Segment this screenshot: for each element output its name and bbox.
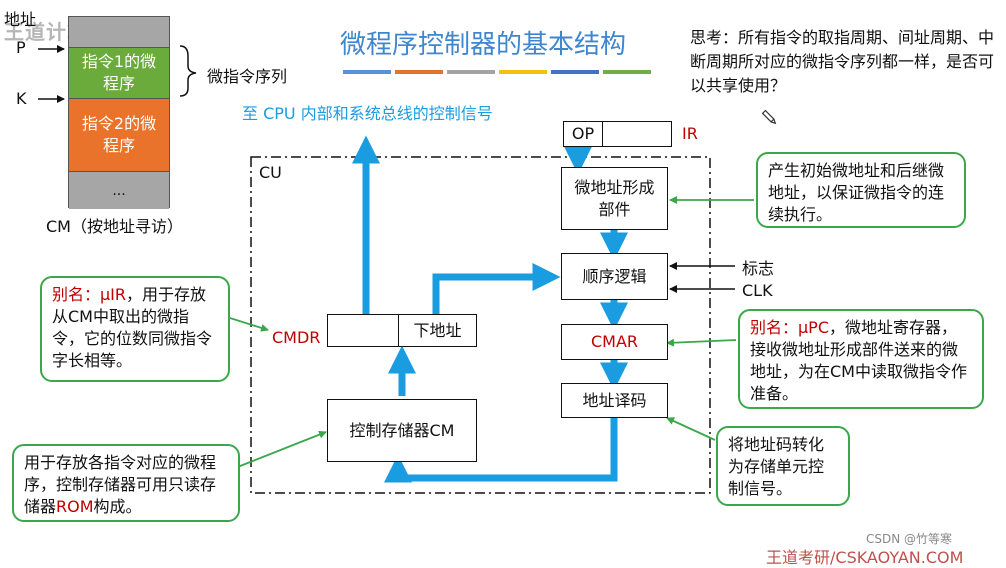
footer-brand: 王道考研/CSKAOYAN.COM <box>766 548 964 567</box>
footer-csdn: CSDN @竹等寒 <box>866 532 953 546</box>
cmar-note-pointer <box>666 338 737 347</box>
flag-label: 标志 <box>742 259 775 278</box>
addr-gen-callout-text: 产生初始微地址和后继微地址，以保证微指令的连续执行。 <box>768 161 945 224</box>
cm-callout-text-a: 用于存放各指令对应的微程序，控制存储器可用只读存储器 <box>24 453 217 516</box>
cm-brace <box>179 45 197 97</box>
cmdr-note-pointer <box>229 317 269 332</box>
micro-instr-seq-label: 微指令序列 <box>207 67 288 86</box>
cm-more-segment: ... <box>69 171 169 209</box>
pencil-icon <box>761 109 777 125</box>
cmdr-next-addr-field: 下地址 <box>398 314 477 347</box>
cmar-callout: 别名：μPC，微地址寄存器，接收微地址形成部件送来的微地址，为在CM中读取微指令… <box>738 309 984 409</box>
page-title: 微程序控制器的基本结构 <box>340 30 627 60</box>
decoder-to-cm-arrow <box>384 417 618 483</box>
decoder-callout: 将地址码转化为存储单元控制信号。 <box>716 426 850 506</box>
cmdr-alias-text: 别名：μIR <box>52 285 127 304</box>
ir-addr-field <box>602 121 672 147</box>
ir-label: IR <box>682 124 698 143</box>
cmar-alias-text: 别名：μPC <box>750 318 830 337</box>
clk-label: CLK <box>742 281 773 300</box>
ir-op-field: OP <box>563 121 603 147</box>
cm-instr2-segment: 指令2的微程序 <box>69 98 169 171</box>
cm-caption: CM（按地址寻访） <box>46 217 183 236</box>
cm-address-label: 地址 <box>4 10 37 29</box>
cm-memory-column: 指令1的微程序 指令2的微程序 ... <box>68 16 170 209</box>
addr-gen-callout: 产生初始微地址和后继微地址，以保证微指令的连续执行。 <box>756 152 966 228</box>
cm-instr1-segment: 指令1的微程序 <box>69 47 169 98</box>
cmar-callout-text: ，微地址寄存器，接收微地址形成部件送来的微地址，为在CM中读取微指令作准备。 <box>750 318 967 403</box>
decoder-note-pointer <box>666 417 716 441</box>
cmdr-control-field <box>327 314 399 347</box>
control-store-block: 控制存储器CM <box>327 399 477 462</box>
sequence-logic-block: 顺序逻辑 <box>561 253 668 300</box>
title-underline <box>343 70 651 74</box>
think-question: 思考：所有指令的取指周期、间址周期、中断周期所对应的微指令序列都一样，是否可以共… <box>690 28 995 95</box>
to-cpu-label: 至 CPU 内部和系统总线的控制信号 <box>242 104 493 123</box>
cm-note-pointer <box>229 430 327 471</box>
cm-callout-text-b: 构成。 <box>93 497 142 516</box>
addr-decoder-block: 地址译码 <box>561 383 668 418</box>
cm-callout: 用于存放各指令对应的微程序，控制存储器可用只读存储器ROM构成。 <box>12 444 240 522</box>
cmdr-label: CMDR <box>272 328 321 347</box>
micro-addr-gen-block: 微地址形成部件 <box>561 167 668 230</box>
cmdr-callout-text: ，用于存放从CM中取出的微指令，它的位数同微指令字长相等。 <box>52 285 213 370</box>
cm-top-segment <box>69 17 169 47</box>
cu-label: CU <box>259 163 282 182</box>
decoder-callout-text: 将地址码转化为存储单元控制信号。 <box>728 435 825 498</box>
cmar-block: CMAR <box>561 324 668 360</box>
cm-callout-rom: ROM <box>56 497 94 516</box>
next-addr-to-seq-arrow <box>432 263 561 314</box>
cm-p-label: P <box>16 38 26 57</box>
cm-k-label: K <box>16 89 27 108</box>
cmdr-callout: 别名：μIR，用于存放从CM中取出的微指令，它的位数同微指令字长相等。 <box>40 276 230 382</box>
